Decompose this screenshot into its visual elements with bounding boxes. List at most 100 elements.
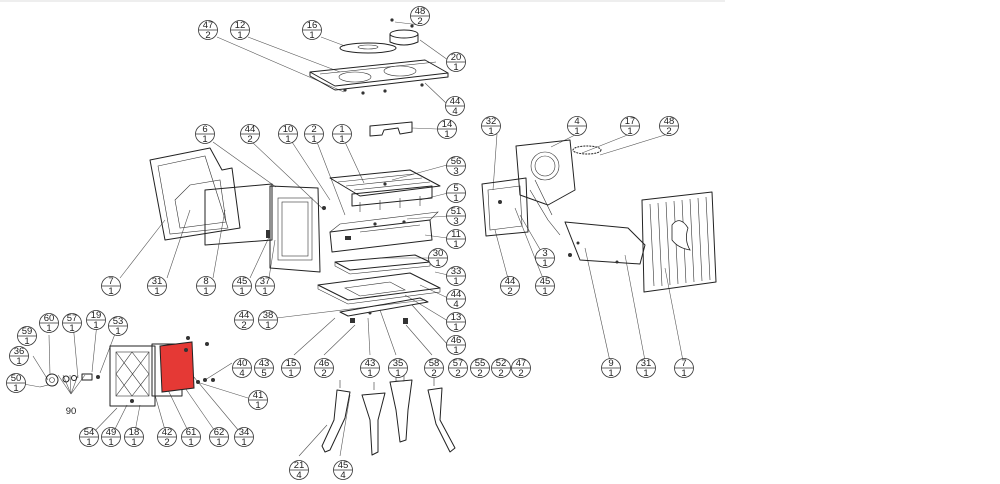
callout-quantity: 1: [444, 129, 449, 140]
callout-57: 572: [448, 358, 468, 379]
callout-quantity: 1: [239, 286, 244, 297]
callout-quantity: 1: [309, 30, 314, 41]
callout-quantity: 1: [24, 336, 29, 347]
callout-6: 61: [195, 124, 215, 145]
ash-pan: [329, 211, 439, 253]
callout-part-number: 53: [113, 316, 124, 327]
callout-20: 201: [446, 52, 466, 73]
callout-part-number: 43: [259, 358, 270, 369]
callout-quantity: 1: [86, 437, 91, 448]
callout-part-number: 11: [451, 229, 461, 240]
callout-part-number: 61: [186, 427, 197, 438]
callout-42: 422: [157, 427, 177, 448]
callout-part-number: 17: [625, 116, 636, 127]
callout-quantity: 1: [453, 239, 458, 250]
callout-11: 111: [446, 229, 466, 250]
callout-2: 21: [304, 124, 324, 145]
callout-part-number: 56: [451, 156, 462, 167]
callout-quantity: 1: [395, 368, 400, 379]
callout-quantity: 1: [608, 368, 613, 379]
flue-collar: [389, 29, 419, 46]
callout-quantity: 1: [46, 323, 51, 334]
callout-quantity: 1: [453, 322, 458, 333]
callout-part-number: 58: [429, 358, 440, 369]
callout-part-number: 12: [235, 20, 246, 31]
callout-part-number: 36: [14, 346, 25, 357]
callout-5: 51: [446, 183, 466, 204]
callout-44: 442: [234, 310, 254, 331]
callout-quantity: 2: [247, 134, 252, 145]
callout-49: 491: [101, 427, 121, 448]
callout-part-number: 47: [516, 358, 527, 369]
callout-part-number: 49: [106, 427, 117, 438]
callout-part-number: 57: [67, 313, 78, 324]
grate-assembly: [329, 169, 441, 212]
callout-part-number: 3: [542, 248, 547, 259]
callout-quantity: 1: [285, 134, 290, 145]
callout-41: 411: [248, 390, 268, 411]
rear-gasket-ring: [572, 145, 602, 155]
callout-quantity: 4: [453, 299, 458, 310]
callout-part-number: 59: [22, 326, 33, 337]
callout-part-number: 7: [681, 358, 686, 369]
callout-part-number: 44: [450, 96, 461, 107]
callout-45: 454: [333, 460, 353, 481]
callout-part-number: 52: [496, 358, 507, 369]
callout-part-number: 60: [44, 313, 55, 324]
callout-quantity: 1: [288, 368, 293, 379]
callout-quantity: 1: [453, 193, 458, 204]
callout-part-number: 45: [338, 460, 349, 471]
top-plate: [309, 59, 449, 91]
callout-54: 541: [79, 427, 99, 448]
rear-flue-housing: [515, 139, 576, 236]
callout-part-number: 20: [451, 52, 462, 63]
callout-part-number: 31: [152, 276, 163, 287]
callout-50: 501: [6, 373, 26, 394]
callout-quantity: 4: [239, 368, 244, 379]
callout-part-number: 5: [453, 183, 458, 194]
side-heat-shield: [564, 221, 646, 265]
callout-quantity: 1: [131, 437, 136, 448]
callout-35: 351: [388, 358, 408, 379]
callout-quantity: 1: [453, 62, 458, 73]
callout-53: 531: [108, 316, 128, 337]
callout-part-number: 14: [442, 119, 453, 130]
callouts-layer: 4824721211612014446144210121111415635151…: [6, 6, 694, 481]
callout-52: 522: [491, 358, 511, 379]
callout-part-number: 15: [286, 358, 297, 369]
callout-34: 341: [234, 427, 254, 448]
callout-part-number: 21: [294, 460, 305, 471]
callout-part-number: 44: [245, 124, 256, 135]
hot-plate-disc: [339, 42, 397, 54]
callout-quantity: 2: [431, 368, 436, 379]
callout-part-number: 45: [540, 276, 551, 287]
callout-part-number: 50: [11, 373, 22, 384]
callout-part-number: 8: [203, 276, 208, 287]
callout-part-number: 40: [237, 358, 248, 369]
callout-quantity: 1: [154, 286, 159, 297]
callout-quantity: 4: [452, 106, 457, 117]
callout-46: 462: [314, 358, 334, 379]
leg-center-left: [361, 382, 386, 456]
callout-quantity: 1: [69, 323, 74, 334]
callout-quantity: 1: [542, 286, 547, 297]
callout-part-number: 7: [108, 276, 113, 287]
callout-part-number: 18: [129, 427, 140, 438]
callout-quantity: 1: [115, 326, 120, 337]
callout-part-number: 38: [263, 310, 274, 321]
callout-part-number: 33: [451, 266, 462, 277]
callout-60: 601: [39, 313, 59, 334]
callout-quantity: 1: [216, 437, 221, 448]
callout-part-number: 2: [311, 124, 316, 135]
callout-quantity: 2: [205, 30, 210, 41]
callout-7: 71: [101, 276, 121, 297]
callout-44: 444: [446, 289, 466, 310]
callout-quantity: 1: [681, 368, 686, 379]
front-door-frame: [266, 185, 321, 273]
insulation-panel: [204, 183, 273, 246]
callout-part-number: 41: [253, 390, 264, 401]
callout-quantity: 1: [435, 258, 440, 269]
callout-quantity: 2: [321, 368, 326, 379]
callout-40: 404: [232, 358, 252, 379]
